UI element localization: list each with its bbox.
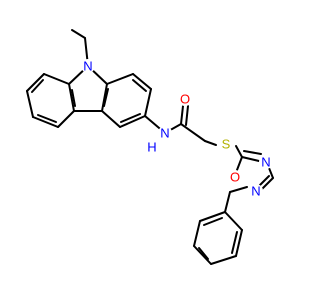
atom-n-carbazole: N [81, 59, 95, 74]
atom-n-oxadiazole-lower: N [249, 184, 263, 199]
atom-labels: N N H O S N N O [81, 59, 273, 199]
svg-text:O: O [180, 92, 190, 107]
svg-text:N: N [160, 126, 169, 141]
svg-text:O: O [230, 170, 240, 185]
atom-o-carbonyl: O [178, 92, 192, 107]
atom-s-thioether: S [219, 137, 233, 152]
atom-n-amide: N [158, 126, 172, 141]
atom-n-oxadiazole-upper: N [259, 155, 273, 170]
molecule-diagram: N N H O S N N O [26, 29, 274, 265]
svg-text:N: N [251, 184, 260, 199]
svg-text:H: H [147, 140, 156, 155]
atom-h-amide: H [146, 140, 158, 155]
atom-o-oxadiazole: O [228, 170, 242, 185]
svg-text:S: S [222, 137, 231, 152]
svg-text:N: N [83, 59, 92, 74]
bond-lines [26, 29, 274, 265]
svg-text:N: N [261, 155, 270, 170]
